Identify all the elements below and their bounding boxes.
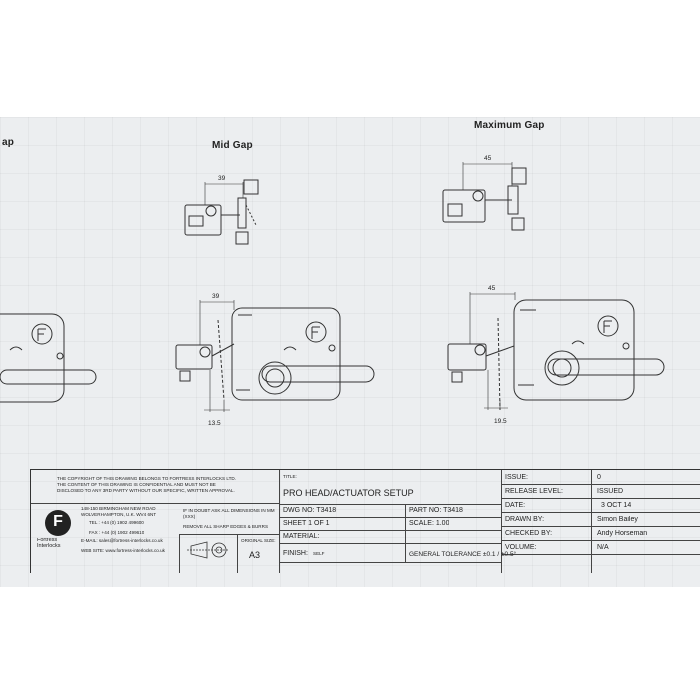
fortress-logo-icon: F xyxy=(45,510,71,536)
finish-label: FINISH: xyxy=(283,550,308,557)
material-label: MATERIAL: xyxy=(283,533,320,540)
drawn-by-value: Simon Bailey xyxy=(597,516,638,523)
max-gap-small-switch xyxy=(442,167,527,231)
issue-label: ISSUE: xyxy=(505,474,528,481)
view-label-mid-gap: Mid Gap xyxy=(212,140,253,151)
finish-value: SELF xyxy=(313,551,325,556)
dim-max-bottom: 45 xyxy=(488,285,496,292)
dwg-no: DWG NO: T3418 xyxy=(283,507,337,514)
sheet-no: SHEET 1 OF 1 xyxy=(283,520,330,527)
address-line-1: 148-150 BIRMINGHAM NEW ROAD xyxy=(81,506,156,511)
copyright-line-2: THE CONTENT OF THIS DRAWING IS CONFIDENT… xyxy=(57,482,216,487)
dim-mid-top: 39 xyxy=(218,175,226,182)
volume-value: N/A xyxy=(597,544,609,551)
volume-label: VOLUME: xyxy=(505,544,537,551)
checked-by-label: CHECKED BY: xyxy=(505,530,553,537)
dim-max-top: 45 xyxy=(484,155,492,162)
original-size-value: A3 xyxy=(249,550,261,560)
technical-drawing: 39 39 13.5 45 45 19.5 xyxy=(0,155,665,427)
date-label: DATE: xyxy=(505,502,526,509)
phone: TEL : +44 (0) 1902 499600 xyxy=(89,520,144,525)
website: WEB SITE: www.fortress-interlocks.co.uk xyxy=(81,548,165,553)
original-size-label: ORIGINAL SIZE: xyxy=(241,538,276,543)
date-value: 3 OCT 14 xyxy=(601,502,632,509)
copyright-line-1: THE COPYRIGHT OF THIS DRAWING BELONGS TO… xyxy=(57,476,237,481)
dim-mid-offset: 13.5 xyxy=(208,420,221,427)
issue-value: 0 xyxy=(597,474,601,481)
copyright-line-3: DISCLOSED TO ANY 3rd PARTY WITHOUT OUR S… xyxy=(57,488,235,493)
mid-gap-large-lock xyxy=(231,307,375,401)
drawn-by-label: DRAWN BY: xyxy=(505,516,545,523)
release-level-label: RELEASE LEVEL: xyxy=(505,488,563,495)
checked-by-value: Andy Horseman xyxy=(597,530,648,537)
edges-note: REMOVE ALL SHARP EDGES & BURRS xyxy=(183,524,269,529)
mid-gap-small-switch xyxy=(184,179,259,245)
view-label-partial: ap xyxy=(2,137,15,148)
max-gap-actuator xyxy=(447,317,515,411)
left-partial-lock xyxy=(0,313,97,403)
email: E-MAIL: sales@fortress-interlocks.co.uk xyxy=(81,538,163,543)
address-line-2: WOLVERHAMPTON, U.K. WV4 6NT xyxy=(81,512,157,517)
release-level-value: ISSUED xyxy=(597,488,624,495)
dimension-note: IF IN DOUBT ASK ALL DIMENSIONS IN mm (XX… xyxy=(183,508,275,519)
drawing-sheet xyxy=(0,117,700,587)
max-gap-large-lock xyxy=(513,299,665,401)
part-no: PART NO: T3418 xyxy=(409,507,463,514)
view-label-maximum-gap: Maximum Gap xyxy=(474,120,545,131)
projection-symbol-icon xyxy=(187,541,229,559)
fax: FAX : +44 (0) 1902 499610 xyxy=(89,530,145,535)
dim-max-offset: 19.5 xyxy=(494,418,507,425)
general-tolerance: GENERAL TOLERANCE ±0.1 / ±0.5° xyxy=(409,551,517,558)
mid-gap-actuator xyxy=(175,319,235,401)
title-label: TITLE: xyxy=(283,474,297,479)
scale: SCALE: 1.00 xyxy=(409,520,450,527)
title-block: THE COPYRIGHT OF THIS DRAWING BELONGS TO… xyxy=(30,469,700,573)
dim-mid-bottom: 39 xyxy=(212,293,220,300)
logo-text: Fortress Interlocks xyxy=(37,538,61,549)
drawing-title: PRO HEAD/ACTUATOR SETUP xyxy=(283,488,414,498)
